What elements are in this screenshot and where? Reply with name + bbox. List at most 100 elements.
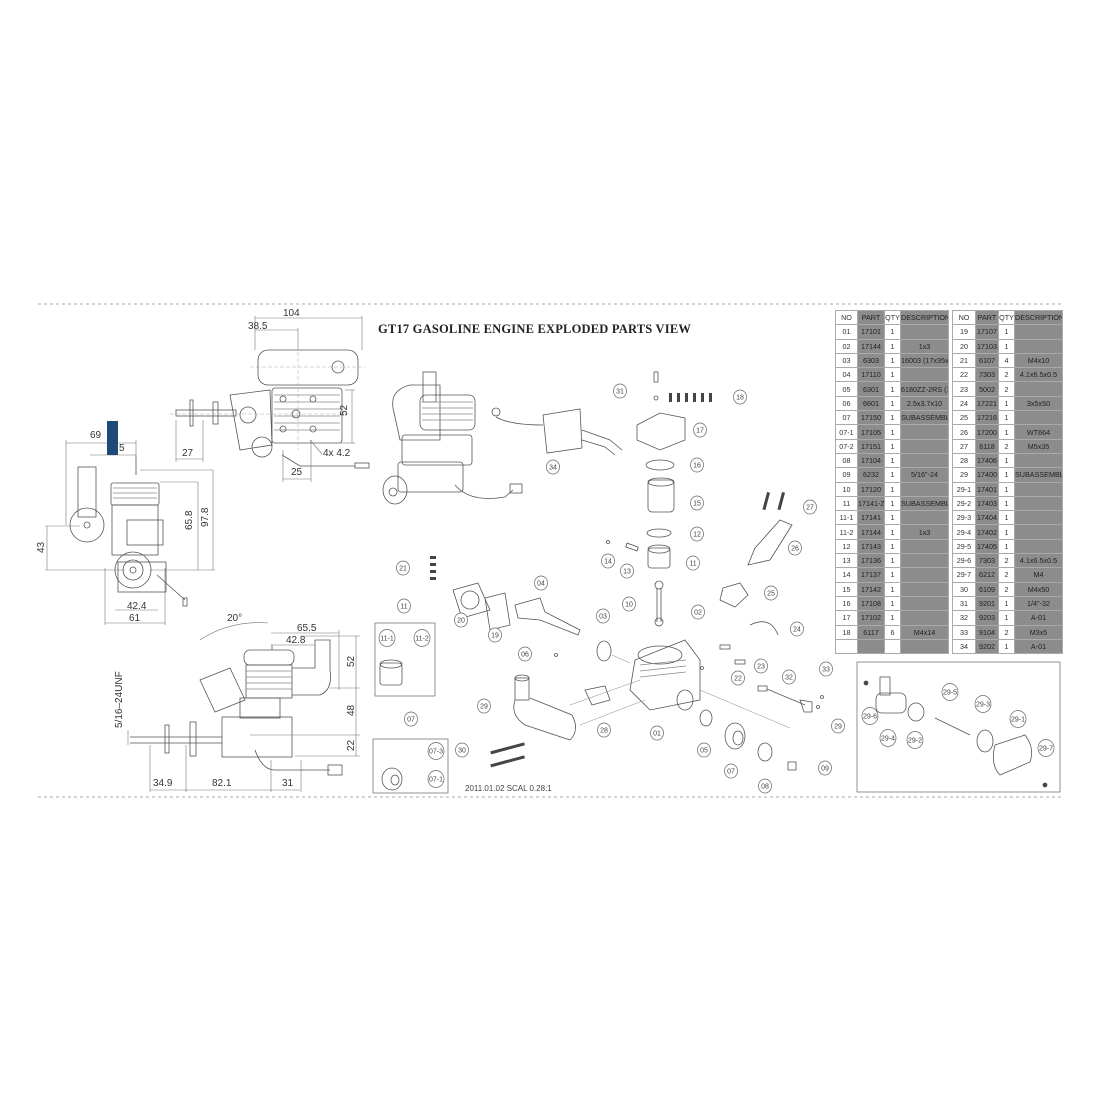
callout-circle — [861, 707, 879, 725]
callout-label: 34 — [549, 465, 557, 472]
callout-circle — [1009, 710, 1027, 728]
callout-29: 29 — [477, 698, 491, 714]
callout-label: 19 — [491, 633, 499, 640]
callout-circle — [754, 658, 768, 674]
cell-part: 6118 — [975, 438, 999, 454]
cell-description: M4x14 — [900, 624, 949, 640]
cell-qty — [884, 638, 901, 655]
dimension-side-655: 65.5 — [297, 623, 317, 634]
cell-no: 29-5 — [952, 538, 976, 555]
page-title: GT17 GASOLINE ENGINE EXPLODED PARTS VIEW — [378, 322, 692, 336]
table-row — [835, 638, 949, 655]
cell-description — [1014, 381, 1063, 397]
callout-07: 07 — [404, 711, 418, 727]
dimension-front-h-658: 65.8 — [184, 510, 195, 530]
cell-part: 17144 — [857, 524, 885, 540]
cell-no: 28 — [952, 452, 976, 469]
cell-qty: 2 — [998, 581, 1015, 597]
callout-label: 05 — [700, 748, 708, 755]
cell-no: 03 — [835, 352, 858, 369]
callout-circle — [620, 563, 634, 579]
cell-part: 17102 — [857, 610, 885, 626]
callout-label: 03 — [599, 614, 607, 621]
cell-qty: 1 — [998, 481, 1015, 497]
callout-29-2: 29-2 — [906, 731, 924, 749]
cell-part: 17142 — [857, 581, 885, 597]
callout-label: 33 — [822, 667, 830, 674]
callout-15: 15 — [690, 495, 704, 511]
callout-circle — [690, 526, 704, 542]
cell-qty: 1 — [998, 638, 1015, 655]
cell-part: 17402 — [975, 524, 999, 540]
cell-part: 6107 — [975, 352, 999, 369]
cell-qty: 1 — [998, 452, 1015, 469]
muffler-subassembly-box — [856, 661, 1061, 793]
callout-circle — [686, 555, 700, 571]
cell-description — [900, 367, 949, 383]
cell-part: 6601 — [857, 395, 885, 412]
cell-qty: 2 — [998, 381, 1015, 397]
cell-description: 6180ZZ-2RS (10x22x6) — [900, 381, 949, 397]
cell-qty: 1 — [998, 467, 1015, 483]
callout-08: 08 — [758, 778, 772, 794]
dimension-top-holes: 4x 4.2 — [323, 448, 351, 459]
callout-label: 06 — [521, 652, 529, 659]
callout-29-5: 29-5 — [941, 683, 959, 701]
callout-circle — [396, 560, 410, 576]
callout-04: 04 — [534, 575, 548, 591]
callout-circle — [413, 629, 431, 647]
cell-description: M3x5 — [1014, 624, 1063, 640]
callout-circle — [731, 670, 745, 686]
callout-circle — [546, 459, 560, 475]
callout-29: 29 — [831, 718, 845, 734]
cell-qty: 1 — [884, 495, 901, 512]
cell-part: 7303 — [975, 553, 999, 569]
callout-circle — [941, 683, 959, 701]
cell-description — [900, 567, 949, 583]
callout-circle — [803, 499, 817, 515]
cell-qty: 1 — [884, 538, 901, 555]
cell-description: WT664 — [1014, 424, 1063, 440]
cell-no: 07-2 — [835, 438, 858, 454]
callout-circle — [650, 725, 664, 741]
cell-description: 4.1x6.5x0.5 — [1014, 367, 1063, 383]
callout-circle — [697, 742, 711, 758]
cell-description: A-01 — [1014, 638, 1063, 655]
callout-03: 03 — [596, 608, 610, 624]
callout-label: 29-1 — [1011, 717, 1025, 724]
callout-11-2: 11-2 — [413, 629, 431, 647]
callout-13: 13 — [620, 563, 634, 579]
callout-label: 25 — [767, 591, 775, 598]
dimension-side-48: 48 — [346, 704, 357, 716]
cell-no: 17 — [835, 610, 858, 626]
cell-part: 17137 — [857, 567, 885, 583]
callout-circle — [818, 760, 832, 776]
cell-qty: 1 — [998, 324, 1015, 340]
callout-circle — [488, 627, 502, 643]
cell-part: 9104 — [975, 624, 999, 640]
cell-qty: 1 — [998, 595, 1015, 612]
header-no: NO — [835, 309, 858, 326]
callout-label: 29-5 — [943, 690, 957, 697]
callout-label: 30 — [458, 748, 466, 755]
callout-label: 26 — [791, 546, 799, 553]
header-part: PART — [975, 309, 999, 326]
callout-02: 02 — [691, 604, 705, 620]
cell-qty: 1 — [884, 510, 901, 526]
cell-qty: 1 — [998, 395, 1015, 412]
cell-qty: 1 — [998, 524, 1015, 540]
